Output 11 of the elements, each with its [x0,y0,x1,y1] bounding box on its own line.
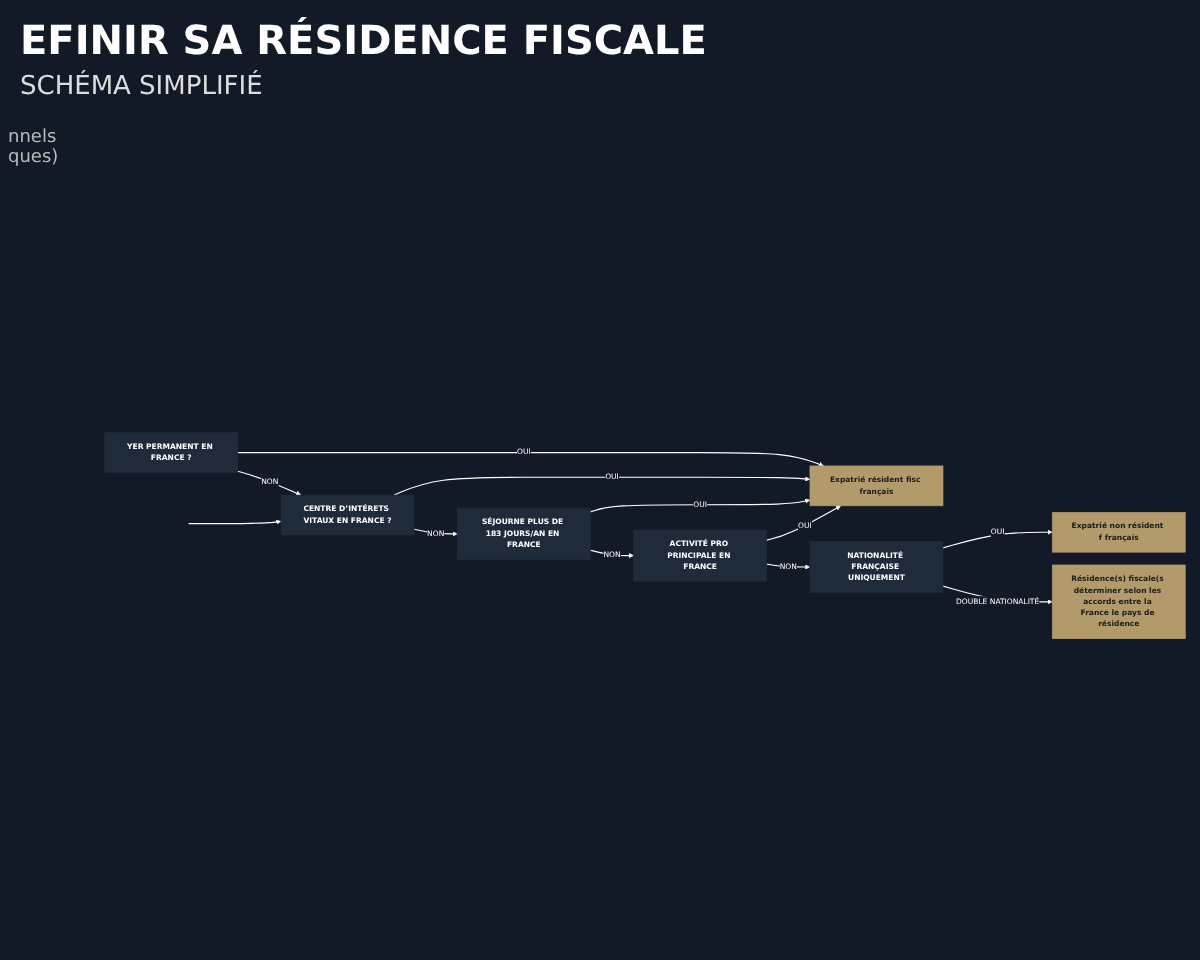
title: EFINIR SA RÉSIDENCE FISCALE [20,16,707,64]
note-text: nnels [8,128,59,148]
arrow [393,475,811,495]
arrow [766,504,841,540]
note-text: ques) [8,148,59,168]
subtitle: SCHÉMA SIMPLIFIÉ [20,72,263,102]
arrow [589,497,811,512]
arrow [237,469,302,495]
arrow [188,518,282,524]
arrow [942,529,1053,548]
arrow [237,451,824,466]
